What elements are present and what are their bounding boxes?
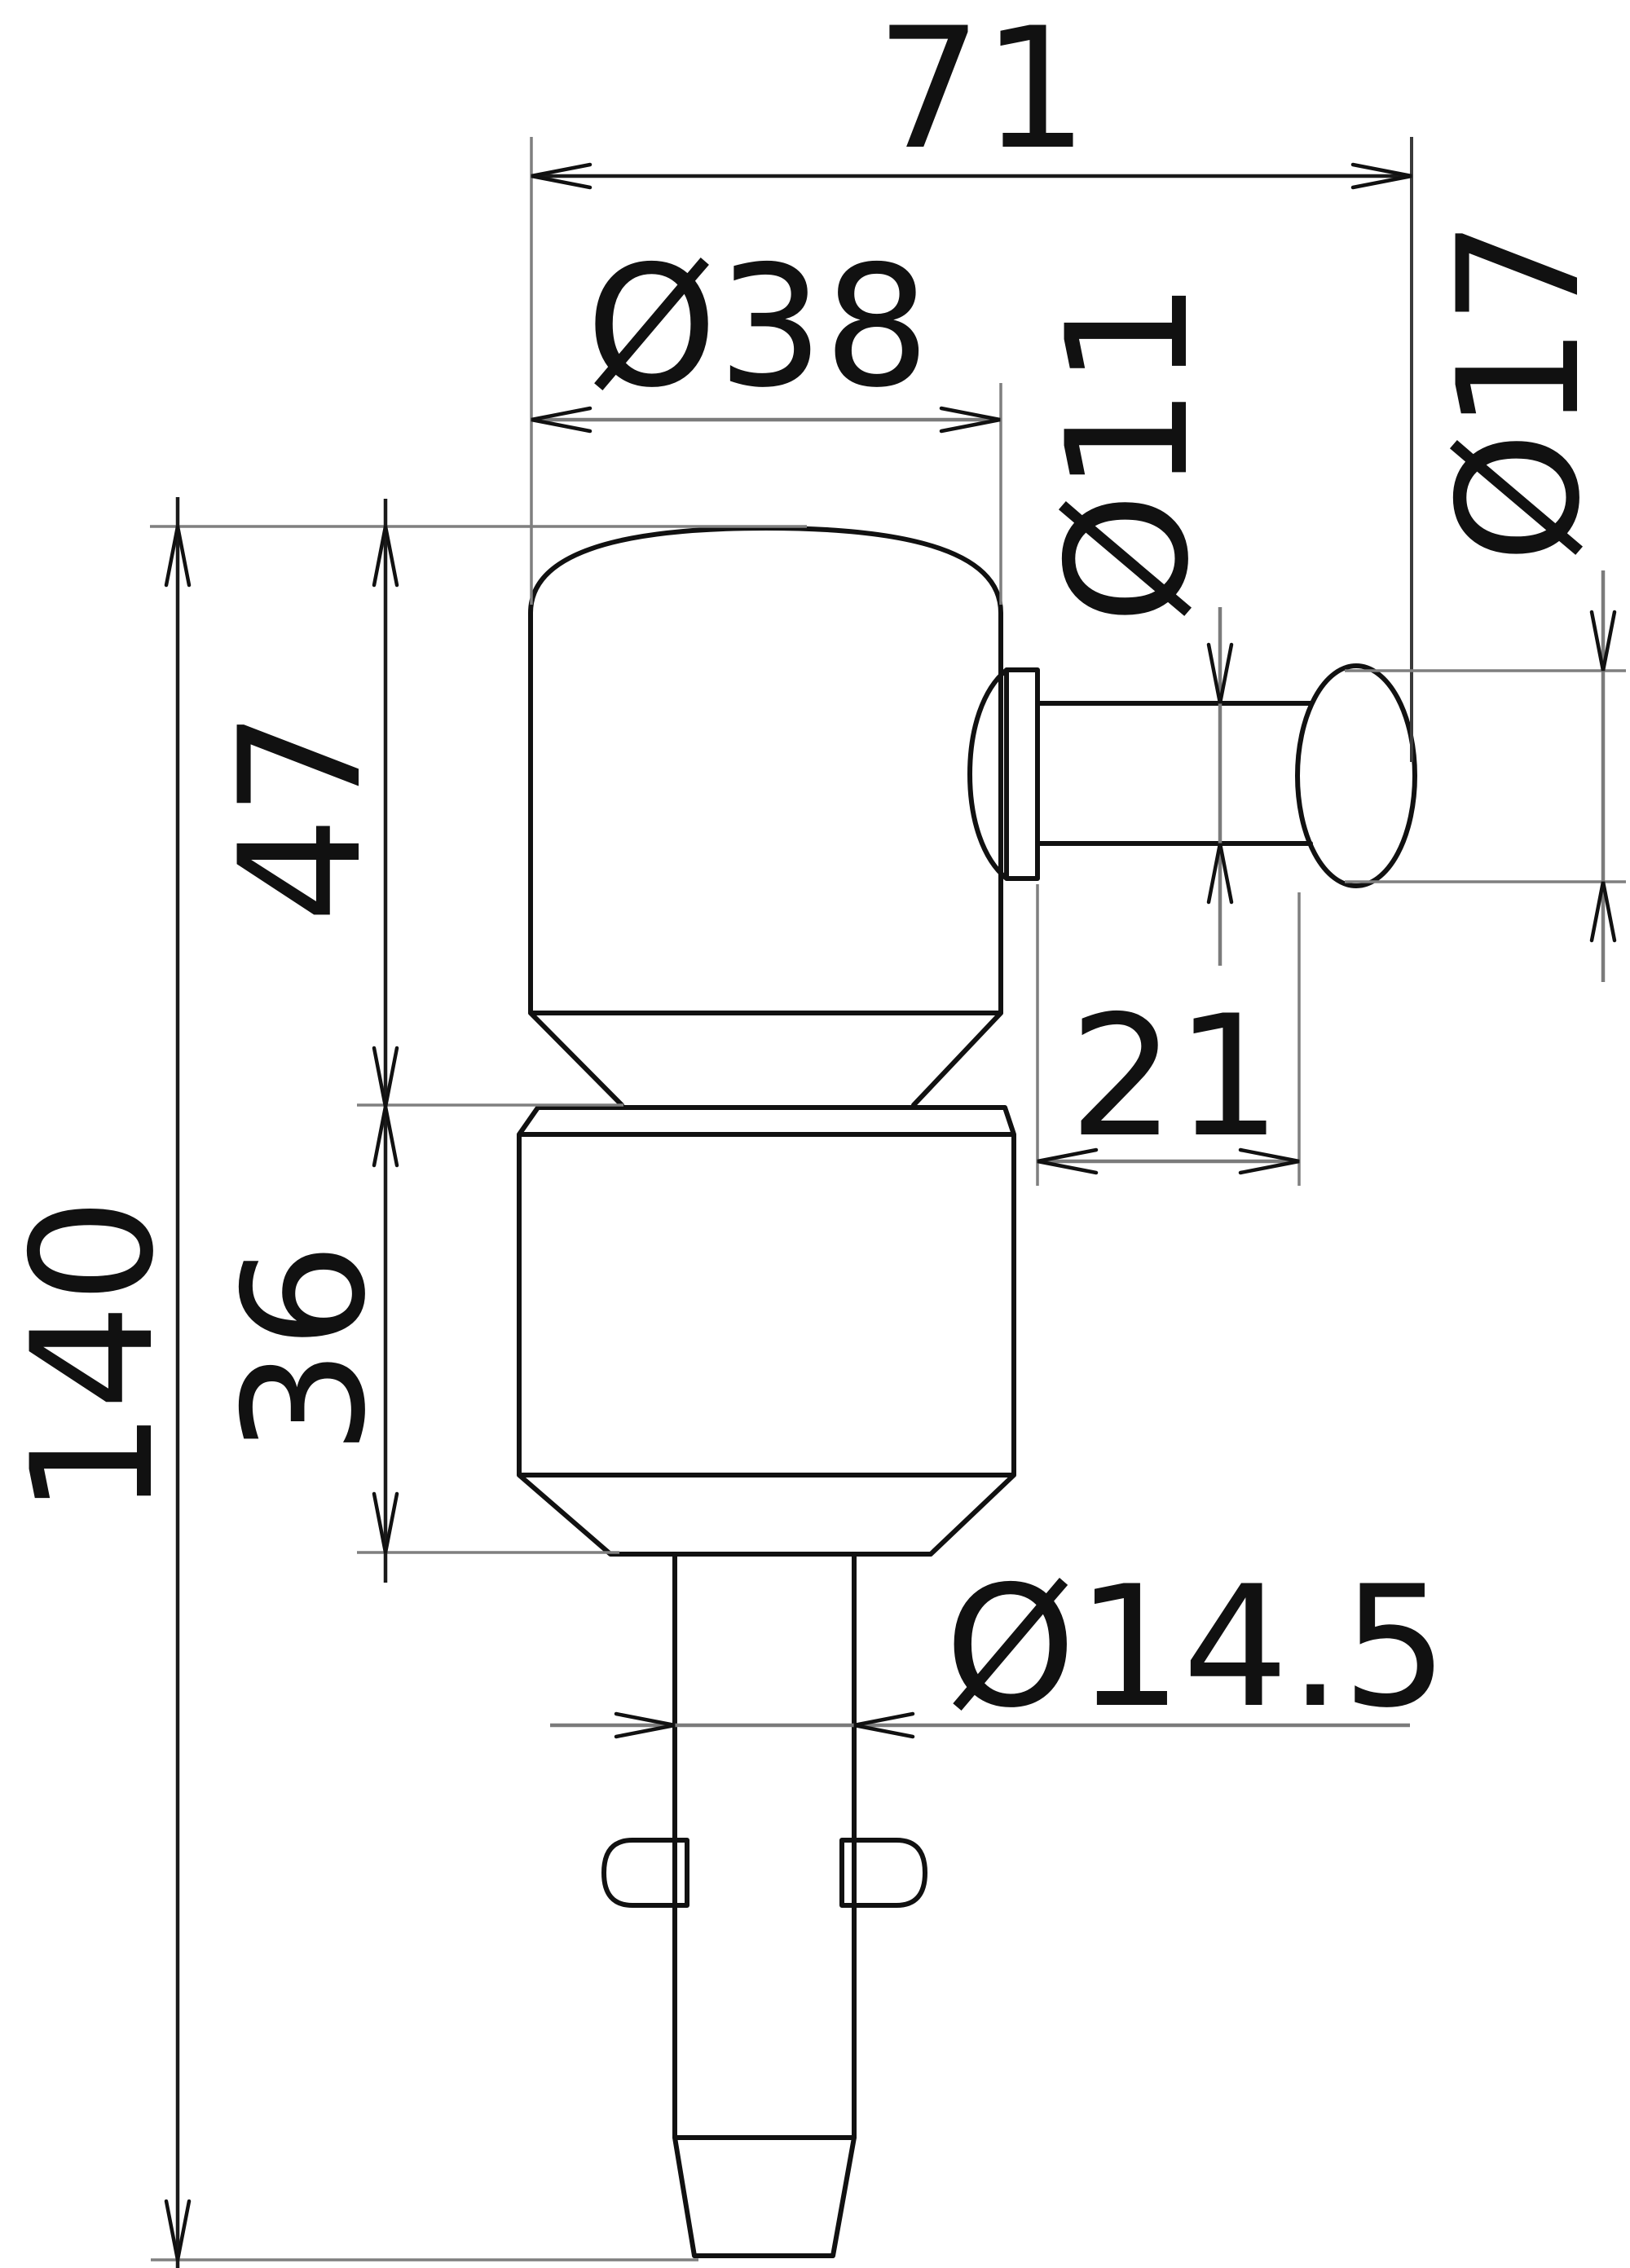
tab-left	[601, 1838, 689, 1908]
label-upper-height: 47	[205, 711, 399, 923]
arrow-140-bottom	[164, 2199, 192, 2261]
neck-right-taper	[911, 1011, 1003, 1108]
arrow-71-left	[531, 162, 593, 190]
nut-outline	[517, 1105, 1016, 1557]
arrow-36-top	[372, 1106, 399, 1168]
arrow-21-right	[1238, 1147, 1300, 1175]
neck-left-taper	[528, 1011, 624, 1108]
plug-stem	[1035, 701, 1313, 846]
label-overall-width: 71	[876, 0, 1089, 187]
arrow-d11-bottom	[1206, 843, 1234, 905]
arrow-140-top	[164, 526, 192, 588]
shaft-outline	[672, 1552, 857, 2140]
label-stem-diameter: Ø11	[1032, 280, 1226, 624]
dimension-labels: 71 Ø38 Ø11 Ø17 47 21 36 140 Ø14.5	[0, 0, 1617, 1745]
arrowheads	[164, 162, 1617, 2261]
plug-head	[1295, 663, 1417, 888]
body-outline	[528, 526, 1003, 1015]
arrow-47-top	[372, 526, 399, 588]
tip-outline	[672, 2135, 857, 2258]
label-nut-height: 36	[209, 1243, 403, 1455]
arrow-d17-bottom	[1589, 881, 1617, 943]
arrow-d145-right	[853, 1711, 915, 1739]
arrow-d38-right	[939, 406, 1001, 434]
plug-flange	[967, 667, 1040, 881]
arrow-36-bottom	[372, 1491, 399, 1553]
label-head-diameter: Ø17	[1423, 219, 1617, 563]
part-outline	[517, 526, 1417, 2258]
arrow-21-left	[1037, 1147, 1099, 1175]
label-shaft-diameter: Ø14.5	[945, 1551, 1448, 1745]
label-body-diameter: Ø38	[586, 231, 930, 425]
label-overall-height: 140	[0, 1197, 191, 1516]
label-stem-length: 21	[1069, 980, 1282, 1174]
extension-lines	[150, 137, 1626, 2261]
dimension-lines	[175, 174, 1606, 2268]
arrow-d11-top	[1206, 642, 1234, 704]
arrow-d17-top	[1589, 610, 1617, 672]
arrow-71-right	[1350, 162, 1412, 190]
tab-right	[839, 1838, 927, 1908]
arrow-d38-left	[531, 406, 593, 434]
arrow-d145-left	[614, 1711, 676, 1739]
